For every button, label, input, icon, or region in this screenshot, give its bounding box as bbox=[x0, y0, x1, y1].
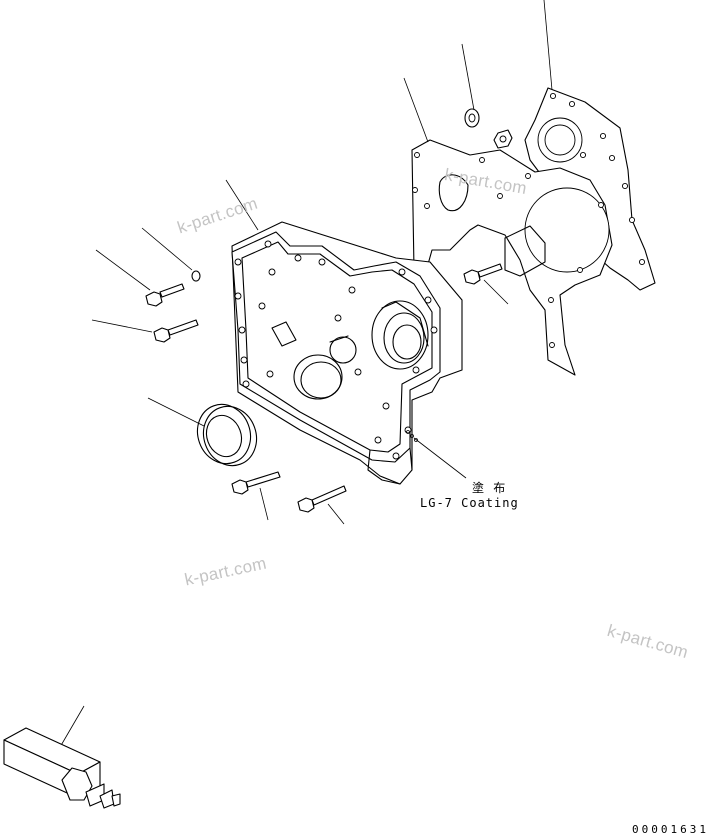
front-cover bbox=[231, 221, 463, 485]
bolt-1 bbox=[145, 283, 185, 307]
oil-seal bbox=[196, 403, 258, 467]
bolt-2 bbox=[153, 319, 199, 343]
drawing-code: 00001631 bbox=[632, 823, 709, 836]
installer-tool bbox=[3, 727, 121, 809]
mid-gasket-plate bbox=[411, 139, 613, 376]
bolt-5 bbox=[463, 263, 503, 285]
coating-note-jp: 塗 布 bbox=[472, 481, 507, 495]
bolt-4 bbox=[297, 485, 347, 513]
washer-top bbox=[464, 108, 513, 149]
leader-lines bbox=[55, 0, 553, 755]
coating-note-en: LG-7 Coating bbox=[420, 496, 519, 510]
washer-small bbox=[191, 270, 201, 282]
coating-marks bbox=[406, 430, 418, 442]
bolt-3 bbox=[231, 471, 281, 495]
